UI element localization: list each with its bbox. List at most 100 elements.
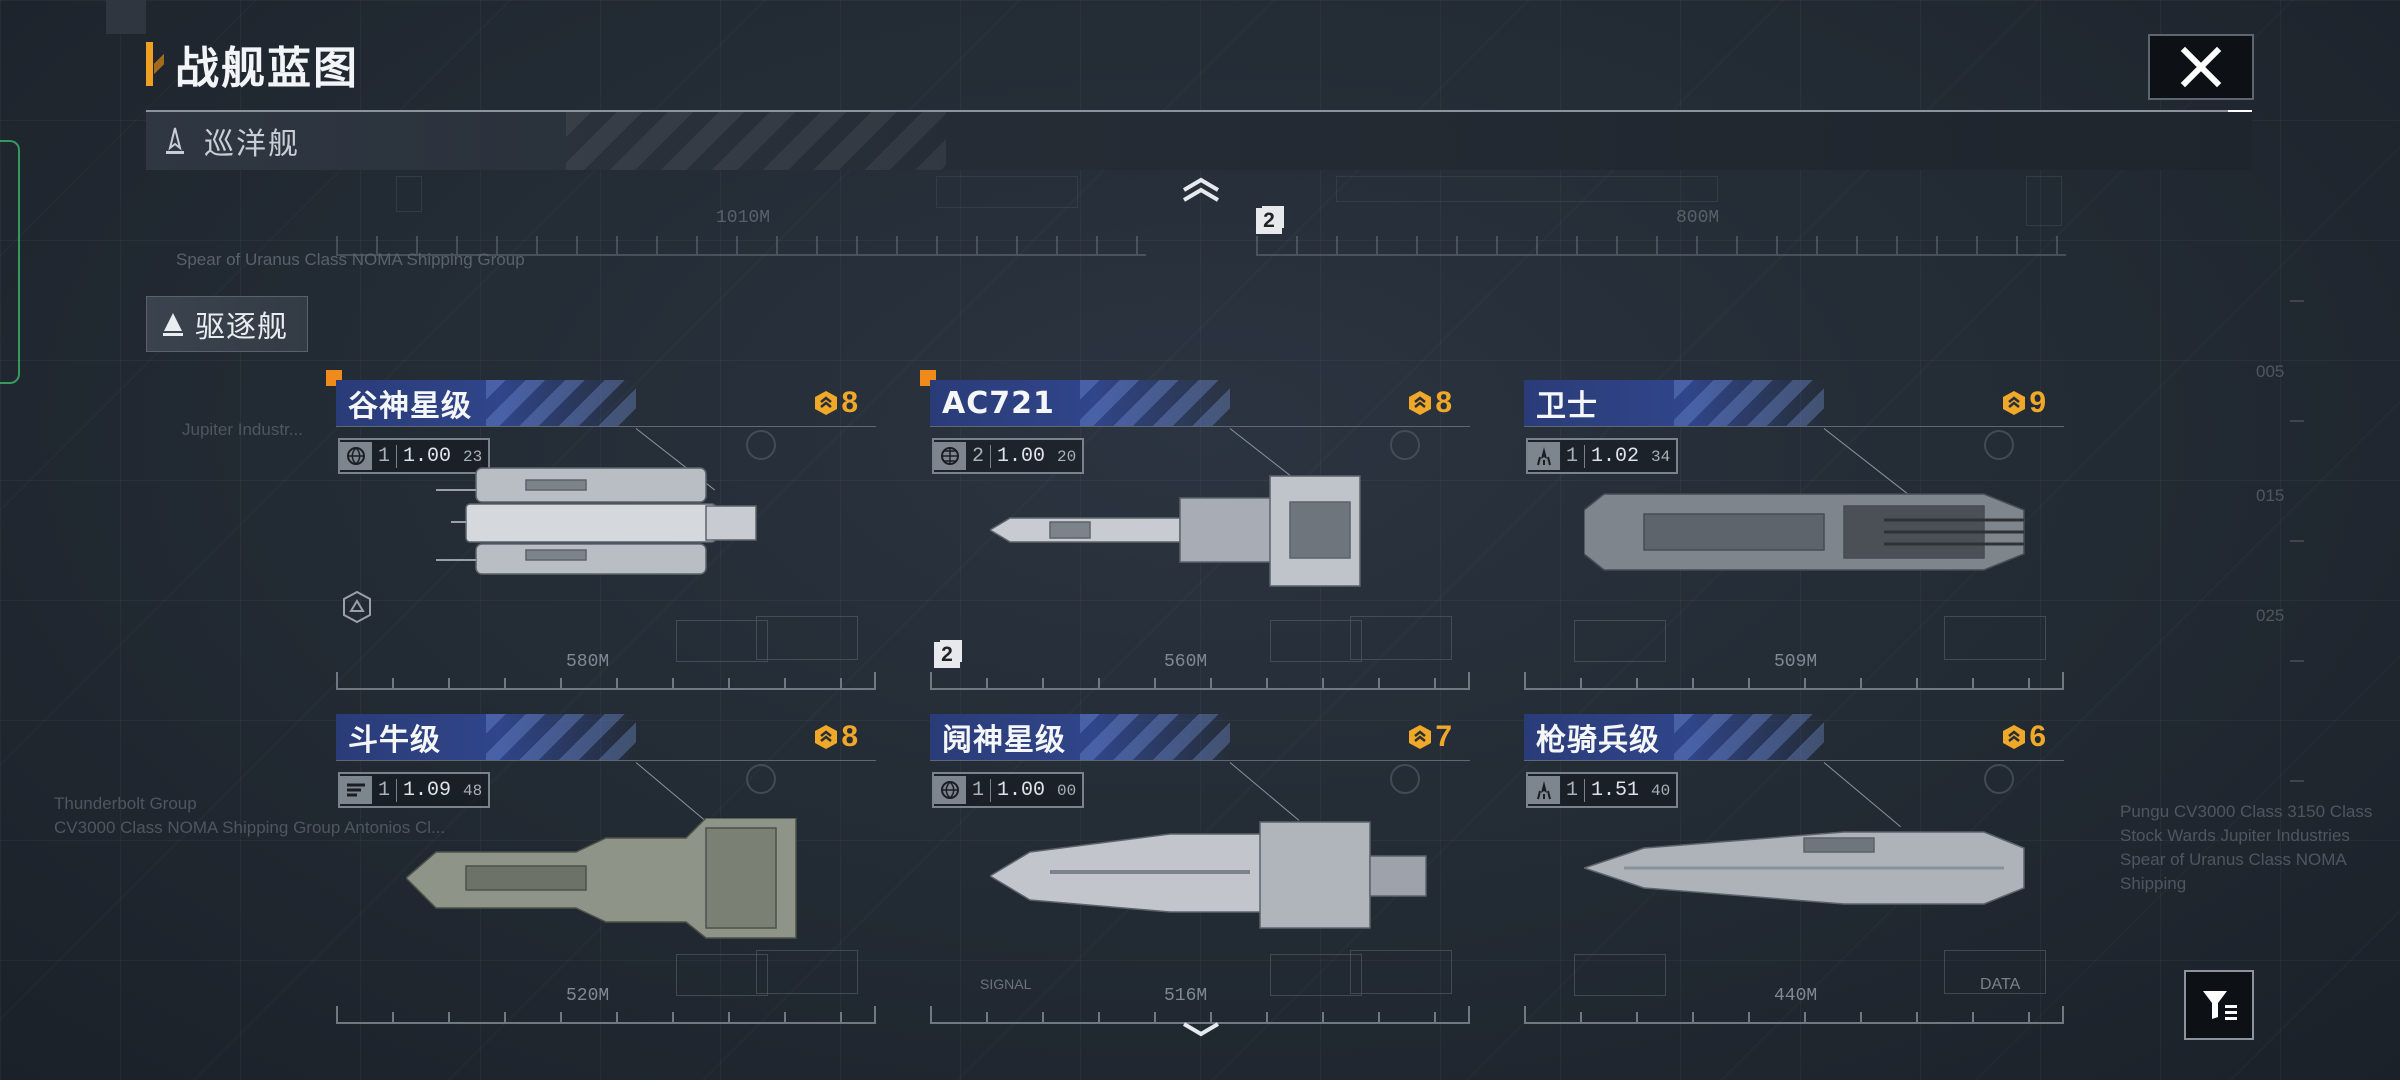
scroll-up-chevron-icon[interactable] <box>1178 174 1224 204</box>
blueprint-deco <box>1270 954 1362 996</box>
ship-card[interactable]: 阋神星级 7 1 1.00 00 516M SIGNAL <box>930 714 1470 1024</box>
page-title: 战舰蓝图 <box>175 43 359 94</box>
ship-card-header: AC721 <box>930 380 1230 426</box>
ship-type-badge <box>340 442 372 470</box>
header-stripes <box>1674 380 1824 426</box>
blueprint-deco <box>1574 620 1666 662</box>
stat-decimal: 00 <box>1057 781 1077 800</box>
ship-stats: 1 1.02 34 <box>1526 438 1679 474</box>
ship-stats: 2 1.00 20 <box>932 438 1085 474</box>
card-divider <box>336 426 876 427</box>
filter-button[interactable] <box>2184 970 2254 1040</box>
ship-stats: 1 1.51 40 <box>1526 772 1679 808</box>
category-cruiser-bar[interactable]: 巡洋舰 <box>146 112 2252 170</box>
ghost-deco <box>2026 176 2062 226</box>
variant-count-badge: 2 <box>934 642 960 668</box>
ship-stat-value: 1.00 20 <box>991 445 1082 468</box>
ship-blueprint-image[interactable] <box>416 460 776 600</box>
ship-card[interactable]: AC721 8 2 1.00 20 560M 2 <box>920 370 1470 690</box>
ship-blueprint-image[interactable] <box>990 812 1440 952</box>
card-divider <box>1524 426 2064 427</box>
ship-stat-value: 1.00 00 <box>991 779 1082 802</box>
blueprint-deco <box>676 620 768 662</box>
deco-circle <box>1984 430 2014 460</box>
ship-name: 阋神星级 <box>942 723 1066 758</box>
category-cruiser-label: 巡洋舰 <box>204 127 300 162</box>
ghost-deco <box>936 176 1078 208</box>
deco-circle <box>746 430 776 460</box>
ghost-scale-line-left <box>336 242 1146 256</box>
ghost-text-left-top: Jupiter Industr... <box>182 420 303 439</box>
hexagon-marker-icon[interactable] <box>340 590 374 624</box>
ship-card[interactable]: 卫士 9 1 1.02 34 509M <box>1524 380 2064 690</box>
header-stripes <box>486 714 636 760</box>
close-button[interactable] <box>2148 34 2254 100</box>
ship-card[interactable]: 斗牛级 8 1 1.09 48 520M <box>336 714 876 1024</box>
header-stripes <box>1080 380 1230 426</box>
ship-rank-value: 8 <box>1435 386 1452 419</box>
ruler-tick <box>2290 660 2304 662</box>
ship-name: 卫士 <box>1536 389 1598 424</box>
left-edge-rail[interactable] <box>0 140 20 384</box>
ruler-tick <box>2290 540 2304 542</box>
category-bar-stripes <box>566 112 946 170</box>
ship-type-badge <box>1528 442 1560 470</box>
blueprint-deco <box>1350 616 1452 660</box>
length-scale <box>1524 672 2064 690</box>
ship-stats: 1 1.00 23 <box>338 438 491 474</box>
ship-length: 580M <box>566 652 610 672</box>
header-stripes <box>486 380 636 426</box>
ship-blueprint-image[interactable] <box>1584 818 2044 928</box>
ship-blueprint-image[interactable] <box>1584 480 2044 590</box>
stat-decimal: 34 <box>1651 447 1671 466</box>
ghost-scale-right <box>1256 236 2066 254</box>
ship-card-header: 卫士 <box>1524 380 1824 426</box>
ship-card[interactable]: 谷神星级 8 1 1.00 23 580M <box>326 370 876 690</box>
ship-rank: 8 <box>1407 386 1452 420</box>
deco-circle <box>1390 430 1420 460</box>
ship-level: 1 <box>1560 444 1586 468</box>
ship-level: 1 <box>1560 778 1586 802</box>
ship-stat-value: 1.02 34 <box>1585 445 1676 468</box>
globe-cog-icon <box>941 781 959 799</box>
rank-badge-icon <box>2003 391 2026 415</box>
ship-name: 斗牛级 <box>348 723 441 758</box>
ghost-deco <box>1336 176 1718 202</box>
ship-stat-value: 1.09 48 <box>397 779 488 802</box>
ship-stat-value: 1.00 23 <box>397 445 488 468</box>
close-icon <box>2180 46 2222 88</box>
title-accent-bar <box>146 42 164 86</box>
blueprint-deco <box>1574 954 1666 996</box>
header-divider <box>146 110 2252 112</box>
ship-blueprint-image[interactable] <box>990 472 1470 602</box>
header-stripes <box>1080 714 1230 760</box>
stat-main: 1.00 <box>997 778 1046 802</box>
ship-card[interactable]: 枪骑兵级 6 1 1.51 40 440M DATA <box>1524 714 2064 1024</box>
cruiser-ghost-row: 1010M 800M <box>336 176 2066 256</box>
ship-type-badge <box>934 442 966 470</box>
stat-decimal: 48 <box>463 781 483 800</box>
ship-length: 520M <box>566 986 610 1006</box>
stat-main: 1.00 <box>403 444 452 468</box>
blueprint-deco <box>676 954 768 996</box>
ruler-tick <box>2290 420 2304 422</box>
header-stripes <box>1674 714 1824 760</box>
ship-stats: 1 1.09 48 <box>338 772 491 808</box>
card-divider <box>1524 760 2064 761</box>
card-divider <box>930 426 1470 427</box>
rank-badge-icon <box>815 391 838 415</box>
scroll-down-chevron-icon[interactable] <box>1178 1016 1224 1046</box>
stat-main: 1.51 <box>1591 778 1640 802</box>
category-destroyer-tab[interactable]: 驱逐舰 <box>146 296 308 352</box>
ship-rank-value: 9 <box>2029 386 2046 419</box>
ghost-scale-left <box>336 236 1146 254</box>
ship-blueprint-image[interactable] <box>406 818 816 958</box>
ship-level: 2 <box>966 444 992 468</box>
ruler-marker-1: 005 <box>2256 362 2285 381</box>
ship-rank-value: 8 <box>841 386 858 419</box>
page-header: 战舰蓝图 <box>146 38 359 94</box>
ship-stat-value: 1.51 40 <box>1585 779 1676 802</box>
ruler-tick <box>2290 780 2304 782</box>
length-scale <box>336 1006 876 1024</box>
